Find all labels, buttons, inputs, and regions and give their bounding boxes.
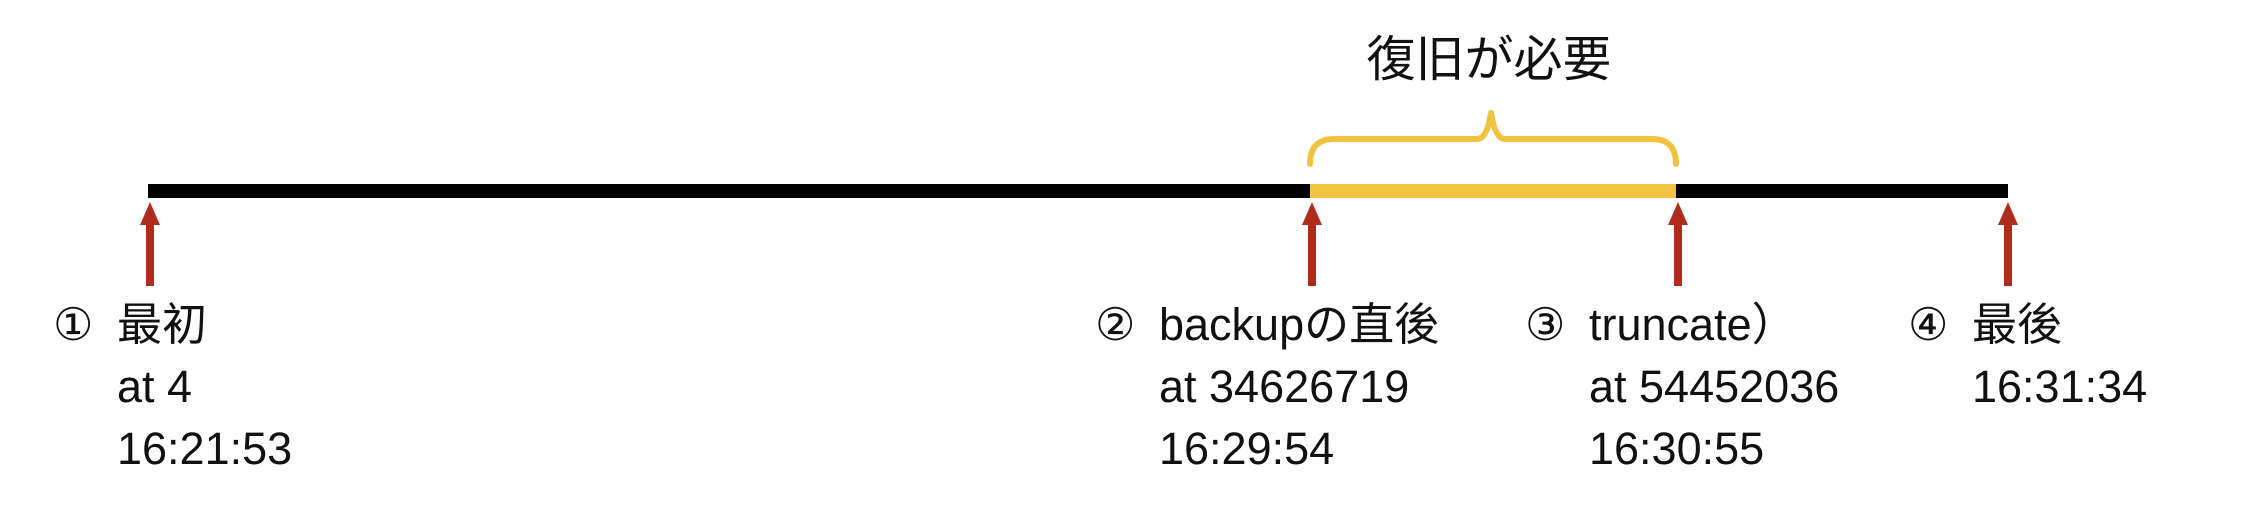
event-1-position: at 4	[117, 361, 193, 412]
event-4-title-line: ④ 最後	[1908, 294, 2147, 356]
event-1-title-line: ① 最初	[53, 294, 292, 356]
event-4-name: 最後	[1972, 299, 2063, 350]
event-3-number: ③	[1525, 299, 1566, 350]
event-3-title-line: ③ truncate）	[1525, 294, 1839, 356]
recovery-range-brace	[1307, 110, 1679, 167]
event-4-number: ④	[1908, 299, 1949, 350]
event-1-number: ①	[53, 299, 94, 350]
event-1-time: 16:21:53	[117, 423, 293, 474]
event-2-title-line: ② backupの直後	[1095, 294, 1439, 356]
event-arrow-2	[1302, 202, 1322, 286]
event-label-2: ② backupの直後 at 34626719 16:29:54	[1095, 294, 1439, 480]
event-arrow-1	[140, 202, 160, 286]
event-label-3: ③ truncate） at 54452036 16:30:55	[1525, 294, 1839, 480]
timeline-segment-after-truncate	[1676, 184, 2008, 198]
event-label-4: ④ 最後 16:31:34	[1908, 294, 2147, 418]
event-3-time: 16:30:55	[1589, 423, 1765, 474]
event-arrow-4	[1998, 202, 2018, 286]
timeline-segment-before-backup	[148, 184, 1310, 198]
event-4-time: 16:31:34	[1972, 361, 2148, 412]
event-1-name: 最初	[117, 299, 208, 350]
timeline-segment-recovery-range	[1310, 184, 1676, 198]
event-2-name: backupの直後	[1159, 299, 1440, 350]
recovery-caption: 復旧が必要	[1366, 33, 1612, 87]
event-3-position: at 54452036	[1589, 361, 1840, 412]
event-label-1: ① 最初 at 4 16:21:53	[53, 294, 292, 480]
event-2-time: 16:29:54	[1159, 423, 1335, 474]
event-2-position: at 34626719	[1159, 361, 1410, 412]
event-arrow-3	[1668, 202, 1688, 286]
event-3-name: truncate）	[1589, 299, 1797, 350]
event-2-number: ②	[1095, 299, 1136, 350]
